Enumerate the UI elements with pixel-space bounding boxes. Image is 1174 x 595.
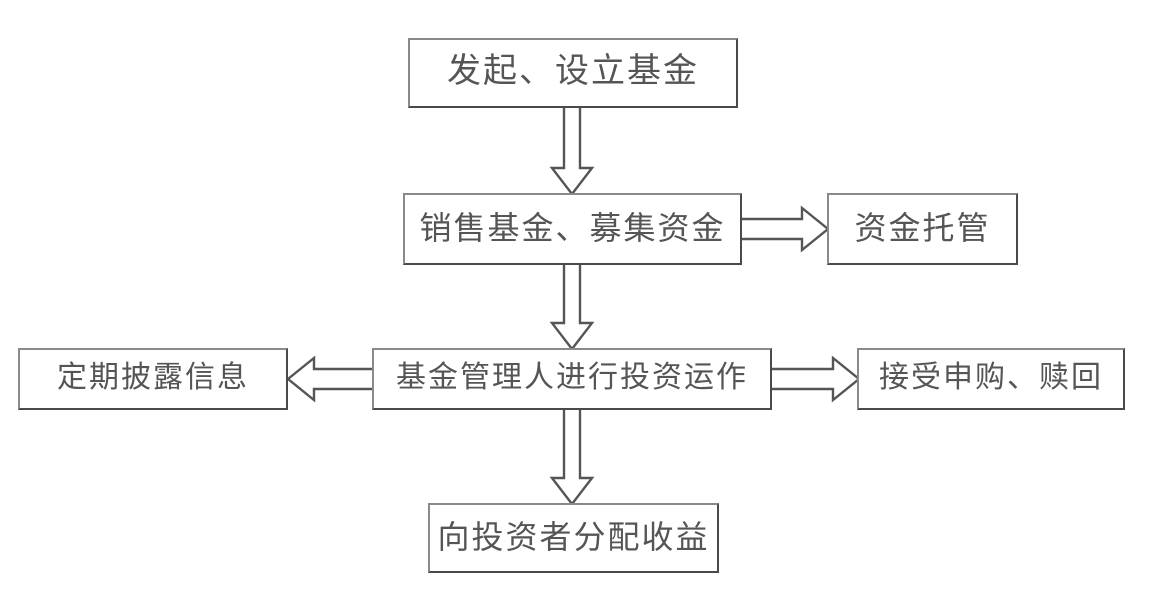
arrow-initiate-to-sell-raise	[549, 104, 595, 196]
arrow-sell-raise-to-custody	[738, 205, 830, 253]
node-sell-raise[interactable]: 销售基金、募集资金	[403, 193, 742, 265]
node-disclose-label: 定期披露信息	[57, 361, 249, 394]
arrow-manager-operate-to-subscribe-redeem	[767, 355, 861, 403]
node-initiate[interactable]: 发起、设立基金	[408, 38, 738, 108]
node-manager-operate[interactable]: 基金管理人进行投资运作	[372, 348, 772, 410]
node-custody-label: 资金托管	[854, 210, 991, 246]
arrow-manager-operate-to-distribute-income	[549, 406, 595, 506]
node-manager-operate-label: 基金管理人进行投资运作	[396, 361, 748, 394]
node-subscribe-redeem[interactable]: 接受申购、赎回	[857, 348, 1125, 410]
arrow-manager-operate-to-disclose	[286, 355, 378, 403]
node-initiate-label: 发起、设立基金	[447, 53, 699, 90]
arrow-sell-raise-to-manager-operate	[549, 261, 595, 351]
node-custody[interactable]: 资金托管	[827, 193, 1018, 265]
node-sell-raise-label: 销售基金、募集资金	[419, 210, 726, 246]
node-distribute-income[interactable]: 向投资者分配收益	[428, 503, 719, 573]
node-distribute-income-label: 向投资者分配收益	[437, 519, 710, 555]
node-subscribe-redeem-label: 接受申购、赎回	[879, 361, 1103, 394]
node-disclose[interactable]: 定期披露信息	[18, 348, 288, 410]
